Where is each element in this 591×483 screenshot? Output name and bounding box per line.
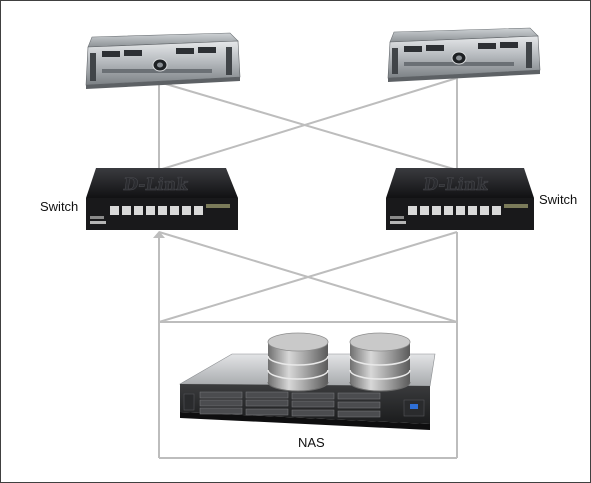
connector-server-right-switch-left [158,77,458,171]
nas-label: NAS [298,435,325,450]
connector-server-left-switch-right [158,81,458,171]
switch-left-ports [110,206,203,215]
server-right [387,27,541,82]
switch-right-label: Switch [539,192,578,207]
arrowheads [153,231,165,238]
nas-drive-bays [199,391,381,418]
switch-right-ports [408,206,501,215]
disk-stack-right [349,332,411,392]
server-left [85,32,241,89]
disk-stack-left [267,332,329,392]
connector-lines [158,77,458,459]
switch-left-label: Switch [40,199,79,214]
connector-switch-right-nas-cross [158,231,458,323]
switch-right: D-Link [386,168,534,230]
arrowhead-left-switch-bottom [153,231,165,238]
switch-left: D-Link [86,168,238,230]
switch-right-brand: D-Link [422,175,491,195]
switch-left-brand: D-Link [122,175,191,195]
